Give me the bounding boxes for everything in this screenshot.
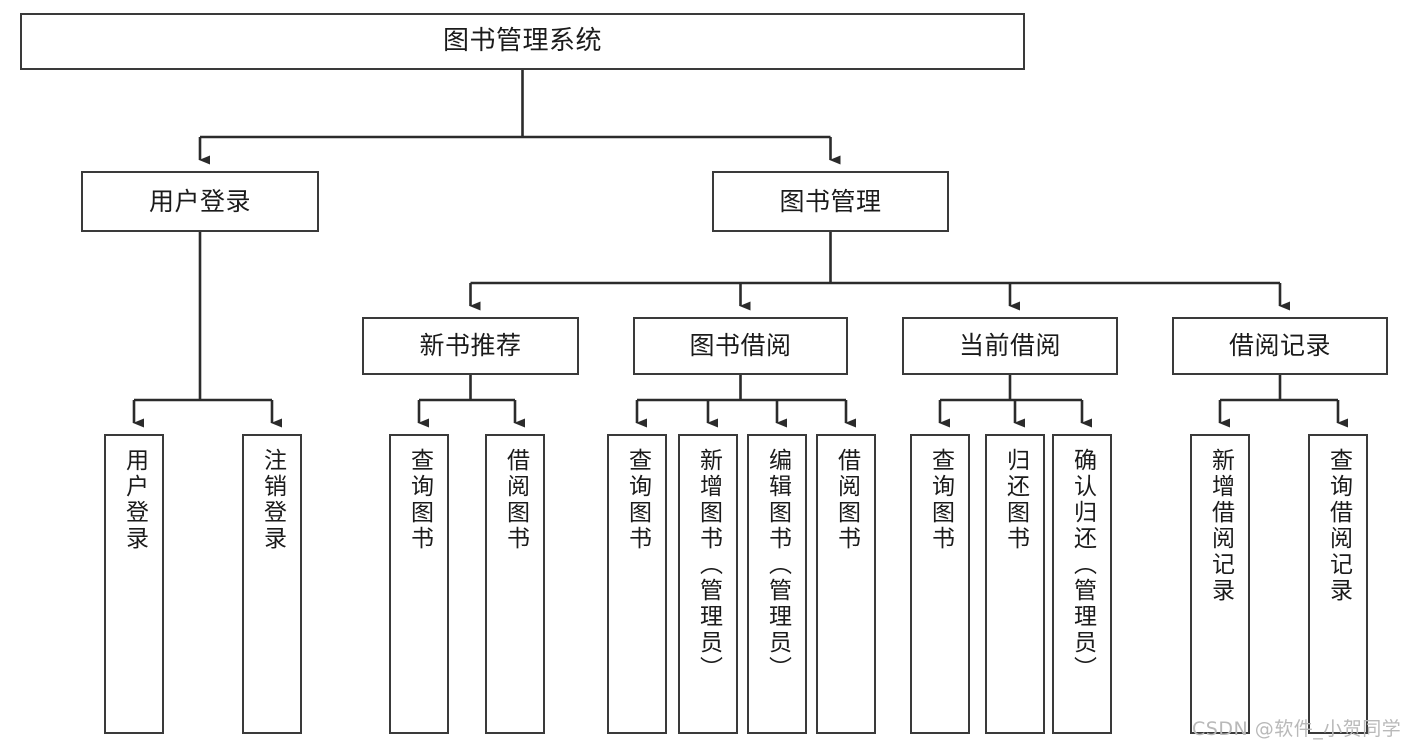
node-leaf-add-record-label: 新增借阅记录 bbox=[1207, 448, 1234, 604]
node-leaf-query-book-3[interactable]: 查询图书 bbox=[910, 434, 970, 734]
node-leaf-logout-label: 注销登录 bbox=[259, 448, 286, 552]
node-leaf-edit-book[interactable]: 编辑图书（管理员） bbox=[747, 434, 807, 734]
node-leaf-user-login[interactable]: 用户登录 bbox=[104, 434, 164, 734]
node-leaf-borrow-book-2-label: 借阅图书 bbox=[833, 448, 860, 552]
node-user-login[interactable]: 用户登录 bbox=[81, 171, 319, 232]
node-root-label: 图书管理系统 bbox=[442, 25, 602, 56]
node-borrow-record[interactable]: 借阅记录 bbox=[1172, 317, 1388, 375]
connector-bus bbox=[134, 232, 272, 402]
node-leaf-add-book[interactable]: 新增图书（管理员） bbox=[678, 434, 738, 734]
node-leaf-add-book-label: 新增图书（管理员） bbox=[695, 448, 722, 682]
connector-bus bbox=[419, 375, 515, 402]
node-leaf-query-book-1-label: 查询图书 bbox=[406, 448, 433, 552]
node-borrow-record-label: 借阅记录 bbox=[1228, 331, 1331, 360]
node-leaf-query-book-3-label: 查询图书 bbox=[927, 448, 954, 552]
node-leaf-confirm-return-label: 确认归还（管理员） bbox=[1069, 448, 1096, 682]
node-book-management[interactable]: 图书管理 bbox=[712, 171, 949, 232]
node-current-borrow[interactable]: 当前借阅 bbox=[902, 317, 1118, 375]
node-leaf-add-record[interactable]: 新增借阅记录 bbox=[1190, 434, 1250, 734]
node-root[interactable]: 图书管理系统 bbox=[20, 13, 1025, 70]
node-leaf-logout[interactable]: 注销登录 bbox=[242, 434, 302, 734]
node-leaf-borrow-book-2[interactable]: 借阅图书 bbox=[816, 434, 876, 734]
node-leaf-borrow-book-1-label: 借阅图书 bbox=[502, 448, 529, 552]
node-current-borrow-label: 当前借阅 bbox=[958, 331, 1061, 360]
node-leaf-query-book-2-label: 查询图书 bbox=[624, 448, 651, 552]
node-book-borrow[interactable]: 图书借阅 bbox=[633, 317, 848, 375]
node-leaf-edit-book-label: 编辑图书（管理员） bbox=[764, 448, 791, 682]
connector-bus bbox=[637, 375, 846, 402]
node-leaf-return-book[interactable]: 归还图书 bbox=[985, 434, 1045, 734]
node-leaf-return-book-label: 归还图书 bbox=[1002, 448, 1029, 552]
connector-bus bbox=[200, 70, 831, 139]
node-leaf-query-record[interactable]: 查询借阅记录 bbox=[1308, 434, 1368, 734]
node-leaf-query-book-2[interactable]: 查询图书 bbox=[607, 434, 667, 734]
node-leaf-confirm-return[interactable]: 确认归还（管理员） bbox=[1052, 434, 1112, 734]
node-leaf-user-login-label: 用户登录 bbox=[121, 448, 148, 552]
node-new-book-recommend-label: 新书推荐 bbox=[419, 331, 522, 360]
node-book-management-label: 图书管理 bbox=[779, 186, 882, 216]
connector-bus bbox=[940, 375, 1082, 402]
node-leaf-query-record-label: 查询借阅记录 bbox=[1325, 448, 1352, 604]
node-book-borrow-label: 图书借阅 bbox=[689, 331, 792, 360]
connector-bus bbox=[1220, 375, 1338, 402]
node-user-login-label: 用户登录 bbox=[148, 186, 251, 216]
watermark: CSDN @软件_小贺同学 bbox=[1192, 718, 1402, 740]
node-leaf-query-book-1[interactable]: 查询图书 bbox=[389, 434, 449, 734]
node-leaf-borrow-book-1[interactable]: 借阅图书 bbox=[485, 434, 545, 734]
node-new-book-recommend[interactable]: 新书推荐 bbox=[362, 317, 579, 375]
connector-bus bbox=[470, 232, 1280, 285]
